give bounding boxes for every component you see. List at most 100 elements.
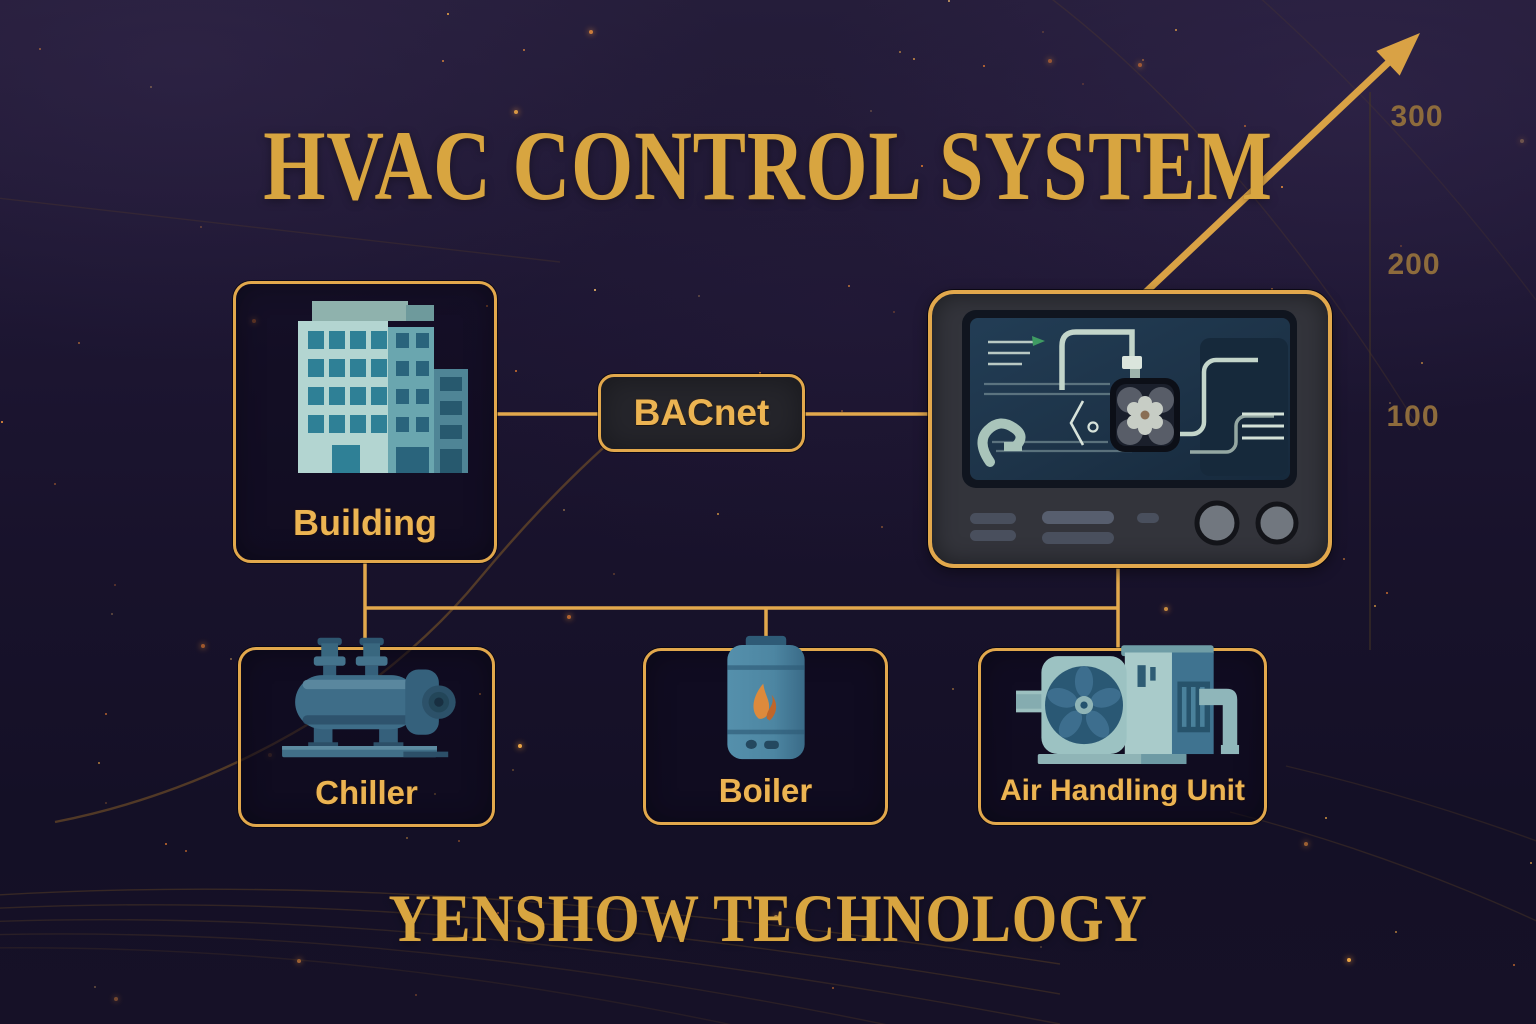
star-dot	[512, 769, 514, 771]
axis-tick-300: 300	[1390, 100, 1444, 133]
star-dot	[563, 509, 565, 511]
star-dot	[913, 58, 915, 60]
bacnet-node: BACnet	[598, 374, 805, 452]
star-dot	[832, 987, 834, 989]
star-dot	[1, 421, 3, 423]
star-dot	[1347, 958, 1351, 962]
boiler-flame-icon	[726, 635, 805, 760]
star-dot	[589, 30, 593, 34]
star-dot	[921, 165, 923, 167]
star-dot	[567, 615, 571, 619]
star-dot	[1244, 125, 1246, 127]
star-dot	[1040, 946, 1042, 948]
bacnet-label: BACnet	[633, 392, 770, 433]
star-dot	[1325, 817, 1327, 819]
star-dot	[415, 994, 417, 996]
axis-tick-100: 100	[1386, 400, 1440, 433]
star-dot	[497, 912, 499, 914]
star-dot	[841, 410, 843, 412]
star-dot	[1082, 83, 1084, 85]
star-dot	[1175, 29, 1177, 31]
star-dot	[442, 60, 444, 62]
star-dot	[98, 762, 100, 764]
panel-knob	[1194, 500, 1240, 546]
green-arrow-icon	[1032, 336, 1045, 346]
star-dot	[1216, 147, 1218, 149]
ahu-label: Air Handling Unit	[1000, 774, 1245, 807]
star-dot	[1343, 558, 1345, 560]
star-dot	[952, 688, 954, 690]
star-dot	[910, 898, 912, 900]
star-dot	[297, 959, 301, 963]
star-dot	[518, 744, 522, 748]
star-dot	[201, 644, 205, 648]
star-dot	[1395, 931, 1397, 933]
star-dot	[899, 51, 901, 53]
star-dot	[1400, 245, 1402, 247]
star-dot	[1386, 592, 1388, 594]
star-dot	[774, 915, 778, 919]
star-dot	[54, 483, 56, 485]
panel-knob	[1255, 501, 1299, 545]
star-dot	[441, 916, 443, 918]
star-dot	[78, 342, 80, 344]
star-dot	[515, 370, 517, 372]
building-node: Building	[233, 281, 497, 563]
star-dot	[1138, 63, 1142, 67]
building-label: Building	[293, 502, 437, 543]
star-dot	[1374, 605, 1376, 607]
star-dot	[458, 840, 460, 842]
star-dot	[1048, 59, 1052, 63]
star-dot	[514, 110, 518, 114]
building-icon	[298, 301, 468, 473]
controller-panel-face	[962, 310, 1299, 546]
star-dot	[620, 151, 622, 153]
star-dot	[1520, 139, 1524, 143]
chiller-label: Chiller	[315, 774, 418, 811]
chiller-icon	[281, 637, 456, 758]
boiler-node: Boiler	[643, 635, 888, 825]
star-dot	[114, 997, 118, 1001]
star-dot	[165, 843, 167, 845]
star-dot	[185, 850, 187, 852]
star-dot	[447, 13, 449, 15]
star-dot	[105, 802, 107, 804]
star-dot	[848, 285, 850, 287]
axis-tick-200: 200	[1387, 248, 1441, 281]
star-dot	[1164, 607, 1168, 611]
star-dot	[1513, 964, 1515, 966]
boiler-label: Boiler	[718, 772, 813, 809]
star-dot	[1421, 362, 1423, 364]
star-dot	[1271, 288, 1273, 290]
panel-buttons	[970, 500, 1299, 546]
star-dot	[111, 613, 113, 615]
star-dot	[94, 986, 96, 988]
panel-screen	[962, 310, 1297, 488]
star-dot	[893, 311, 895, 313]
brand-title: YENSHOW TECHNOLOGY	[388, 880, 1148, 956]
star-dot	[1389, 402, 1391, 404]
star-dot	[1304, 842, 1308, 846]
ahu-node: Air Handling Unit	[978, 645, 1267, 825]
star-dot	[698, 295, 700, 297]
star-dot	[479, 935, 481, 937]
star-dot	[200, 226, 202, 228]
star-dot	[613, 573, 615, 575]
star-dot	[523, 49, 525, 51]
star-dot	[230, 658, 232, 660]
star-dot	[870, 110, 872, 112]
star-dot	[594, 289, 596, 291]
star-dot	[948, 0, 950, 2]
star-dot	[406, 837, 408, 839]
page-title: HVAC CONTROL SYSTEM	[263, 110, 1273, 221]
star-dot	[1530, 862, 1532, 864]
star-dot	[717, 513, 719, 515]
chiller-node: Chiller	[238, 637, 495, 827]
star-dot	[1160, 157, 1162, 159]
star-dot	[1142, 59, 1144, 61]
star-dot	[1281, 186, 1283, 188]
star-dot	[114, 584, 116, 586]
star-dot	[105, 713, 107, 715]
